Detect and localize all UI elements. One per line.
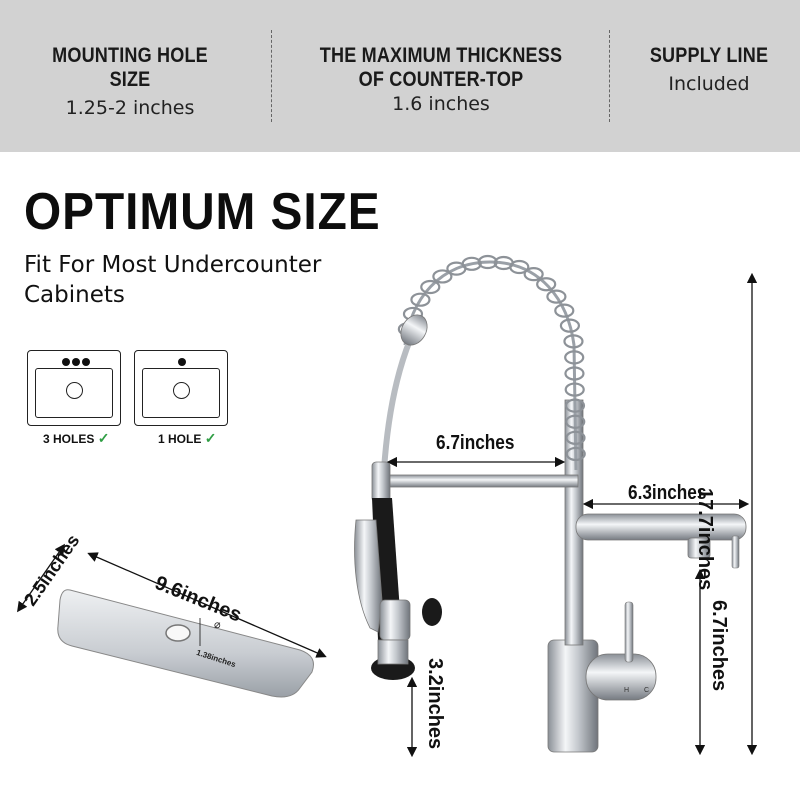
spec-banner: MOUNTING HOLE SIZE 1.25-2 inches THE MAX… <box>0 0 800 152</box>
coil-ring <box>432 269 453 284</box>
coil-ring <box>477 254 498 270</box>
spec-divider <box>271 30 272 122</box>
coil-ring <box>564 350 585 365</box>
three-holes-label: 3 HOLES ✓ <box>43 430 110 446</box>
spout-arm <box>377 474 579 488</box>
check-icon: ✓ <box>204 430 217 446</box>
diameter-icon: ⌀ <box>214 619 221 631</box>
hose-guide <box>400 314 428 346</box>
coil-ring <box>546 289 567 304</box>
spec-title-line2: OF COUNTER-TOP <box>358 68 524 91</box>
page-subtitle: Fit For Most Undercounter Cabinets <box>24 252 322 308</box>
coil-ring <box>564 398 586 413</box>
coil-ring <box>554 303 575 318</box>
svg-text:H: H <box>624 687 629 694</box>
coil-ring <box>564 382 585 397</box>
svg-text:C: C <box>644 687 649 694</box>
spec-title-line1: THE MAXIMUM THICKNESS <box>319 44 563 67</box>
dim-side-spout: 6.3inches <box>628 482 707 504</box>
spec-divider <box>609 30 610 122</box>
dim-spout-height: 6.7inches <box>708 600 730 692</box>
spec-value: Included <box>668 73 750 95</box>
sink-three-holes-icon <box>27 350 121 426</box>
coil-ring <box>536 277 557 292</box>
spec-counter-thickness: THE MAXIMUM THICKNESS OF COUNTER-TOP 1.6… <box>292 44 590 116</box>
spec-mounting-hole: MOUNTING HOLE SIZE 1.25-2 inches <box>20 44 240 120</box>
coil-ring <box>410 292 431 307</box>
one-hole-label: 1 HOLE ✓ <box>158 430 217 446</box>
coil-rings <box>397 254 586 462</box>
coil-ring <box>523 267 544 282</box>
coil-ring <box>420 279 441 295</box>
coil-ring <box>564 366 585 381</box>
spec-title: MOUNTING HOLE SIZE <box>52 44 208 91</box>
coil-ring <box>565 430 586 445</box>
coil-ring <box>563 334 584 349</box>
dim-total-height: 17.7inches <box>694 488 716 591</box>
sprayer-hose <box>381 338 413 471</box>
coil-ring <box>559 318 581 333</box>
page-title: OPTIMUM SIZE <box>24 183 381 241</box>
dim-sprayer-height: 3.2inches <box>424 658 446 750</box>
spec-value: 1.6 inches <box>392 93 490 115</box>
coil-ring <box>509 259 530 275</box>
side-spout <box>575 513 747 541</box>
spec-title: SUPPLY LINE <box>649 44 769 67</box>
dim-spout-reach: 6.7inches <box>436 432 515 454</box>
spec-value: 1.25-2 inches <box>65 97 195 119</box>
faucet-body: H C <box>547 601 657 753</box>
check-icon: ✓ <box>97 430 110 446</box>
coil-ring <box>565 414 586 429</box>
sink-one-hole-icon <box>134 350 228 426</box>
sprayer-head <box>354 498 442 680</box>
coil-ring <box>461 256 482 271</box>
spec-supply-line: SUPPLY LINE Included <box>624 44 794 96</box>
coil-ring <box>565 446 586 462</box>
